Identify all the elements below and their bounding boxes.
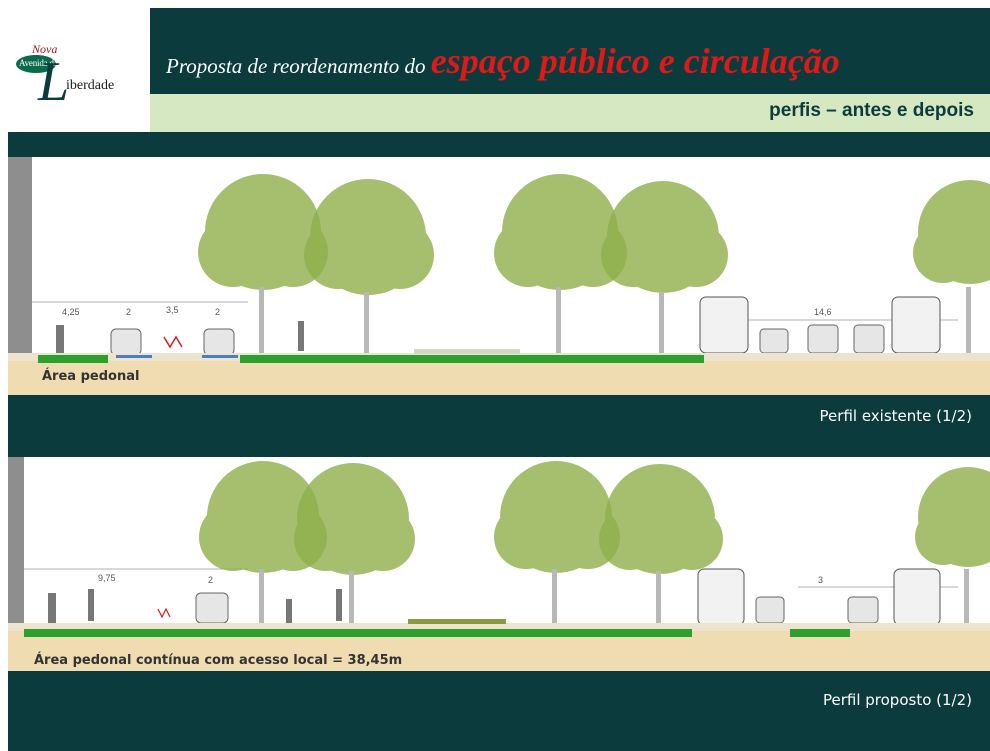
ground (8, 631, 990, 671)
tree-trunk (364, 292, 369, 353)
ground (8, 361, 990, 395)
tree-trunk (656, 571, 661, 625)
profile-caption: Perfil existente (1/2) (819, 407, 972, 425)
title-prefix: Proposta de reordenamento do (166, 54, 431, 78)
tree (199, 461, 327, 573)
pedestrian (88, 589, 94, 621)
barrier (163, 335, 183, 349)
barrier (157, 607, 171, 619)
logo-ellipse (16, 55, 56, 73)
dimension-label: 2 (208, 575, 214, 585)
pedestrian (336, 589, 342, 621)
car (807, 324, 839, 354)
car (759, 328, 789, 354)
cyclist (286, 599, 292, 623)
bus (699, 296, 749, 354)
tree-trunk (349, 571, 354, 625)
dimension-label: 4,25 (62, 307, 80, 317)
bus (893, 568, 941, 626)
profile-proposed-drawing (8, 457, 990, 671)
car (853, 324, 885, 354)
logo-nova: Nova (32, 42, 58, 56)
dimension-label: 9,75 (98, 573, 116, 583)
car (195, 592, 229, 624)
tree (494, 461, 620, 573)
pedestrian (48, 593, 56, 623)
page-title: Proposta de reordenamento do espaço públ… (166, 40, 840, 82)
tree (599, 464, 723, 574)
caption-band: Perfil proposto (1/2) (8, 671, 990, 751)
green-strip (240, 355, 704, 363)
profile-existing-drawing (8, 157, 990, 395)
logo: Nova Avenida da L iberdade (8, 8, 150, 132)
logo-avenida: Avenida da (19, 58, 58, 68)
profile-caption: Perfil proposto (1/2) (822, 691, 972, 709)
tree-trunk (659, 292, 664, 353)
dimension-label: 3,5 (166, 305, 179, 315)
tree (304, 179, 434, 295)
subtitle-band: perfis – antes e depois (150, 94, 990, 132)
green-strip (790, 629, 850, 637)
tree-trunk (259, 569, 264, 625)
dimension-label: 14,6 (814, 307, 832, 317)
profile-existing: 4,25 2 3,5 2 14,6 Área pedonal (8, 157, 990, 395)
car (203, 328, 235, 356)
building-wall (8, 157, 32, 357)
logo-l: L (38, 51, 70, 113)
green-strip (38, 355, 108, 363)
area-label: Área pedonal (42, 369, 140, 384)
logo-iberdade: iberdade (66, 78, 115, 93)
dimension-label: 3 (818, 575, 824, 585)
tree-trunk (966, 287, 971, 353)
dimension-label: 2 (215, 307, 221, 317)
area-label: Área pedonal contínua com acesso local =… (34, 653, 403, 668)
dimension-label: 2 (126, 307, 132, 317)
pedestrian (56, 325, 64, 353)
title-accent: espaço público e circulação (430, 41, 840, 81)
tree (601, 181, 728, 293)
car (755, 596, 785, 624)
tree-trunk (552, 569, 557, 625)
green-strip (24, 629, 692, 637)
separator-band (8, 132, 990, 157)
caption-band: Perfil existente (1/2) (8, 395, 990, 457)
title-band: Proposta de reordenamento do espaço públ… (150, 8, 990, 94)
bus (891, 296, 941, 354)
tree (913, 180, 990, 284)
tree (915, 467, 990, 567)
profile-proposed: 9,75 2 3 Área pedonal contínua com acess… (8, 457, 990, 671)
pedestrian (298, 321, 304, 351)
tree-trunk (259, 287, 264, 353)
bus (697, 568, 745, 626)
car (110, 328, 142, 356)
tree-trunk (556, 287, 561, 353)
tree-trunk (964, 569, 969, 625)
car (847, 596, 879, 624)
bench (408, 619, 506, 624)
page-subtitle: perfis – antes e depois (769, 100, 974, 121)
tree (294, 463, 415, 575)
building-wall (8, 457, 24, 627)
